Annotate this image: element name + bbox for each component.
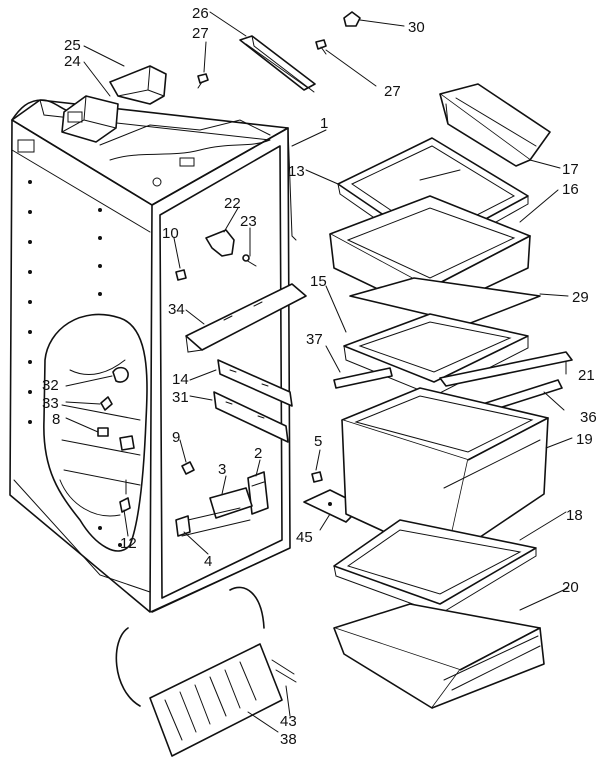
callout-10: 10 — [162, 225, 179, 242]
callout-labels: 25 24 26 27 27 30 1 13 17 16 29 15 37 21… — [42, 5, 597, 748]
callout-21: 21 — [578, 367, 595, 384]
screw-27-left — [197, 73, 209, 89]
bracket-22 — [205, 229, 235, 257]
callout-43: 43 — [280, 713, 297, 730]
callout-27-top: 27 — [192, 25, 209, 42]
callout-2: 2 — [254, 445, 262, 462]
callout-34: 34 — [168, 301, 185, 318]
housing-3 — [181, 487, 253, 537]
crisper-cover-18 — [333, 519, 537, 615]
shelf-support-34 — [185, 283, 307, 353]
callout-5: 5 — [314, 433, 322, 450]
screw-27-right — [315, 39, 327, 55]
callout-12: 12 — [120, 535, 137, 552]
callout-45: 45 — [296, 529, 313, 546]
light-housing — [61, 65, 167, 143]
meat-drawer-20 — [333, 603, 545, 709]
damper-assembly-2 — [247, 471, 269, 515]
clip-30 — [343, 11, 361, 27]
leader-lines — [65, 11, 573, 733]
callout-14: 14 — [172, 371, 189, 388]
callout-13: 13 — [288, 163, 305, 180]
callout-36: 36 — [580, 409, 597, 426]
callout-18: 18 — [566, 507, 583, 524]
callout-4: 4 — [204, 553, 212, 570]
callout-8: 8 — [52, 411, 60, 428]
cabinet-liner — [9, 99, 297, 613]
top-left-cable — [11, 99, 71, 121]
wiring-harness — [43, 313, 148, 552]
rail-21 — [439, 351, 573, 387]
callout-22: 22 — [224, 195, 241, 212]
callout-25: 25 — [64, 37, 81, 54]
callout-31: 31 — [172, 389, 189, 406]
top-rail-part — [239, 35, 316, 93]
rail-37 — [333, 367, 393, 389]
callout-27-right: 27 — [384, 83, 401, 100]
crisper-drawer-19 — [341, 387, 549, 561]
screw-5 — [311, 471, 323, 483]
bracket-31 — [213, 391, 289, 443]
callout-33: 33 — [42, 395, 59, 412]
heater-cord-38 — [115, 586, 297, 757]
callout-30: 30 — [408, 19, 425, 36]
callout-1: 1 — [320, 115, 328, 132]
callout-38: 38 — [280, 731, 297, 748]
bracket-14 — [217, 359, 293, 407]
screw-9 — [181, 461, 195, 475]
callout-3: 3 — [218, 461, 226, 478]
callout-17: 17 — [562, 161, 579, 178]
callout-37: 37 — [306, 331, 323, 348]
callout-15: 15 — [310, 273, 327, 290]
callout-20: 20 — [562, 579, 579, 596]
callout-16: 16 — [562, 181, 579, 198]
callout-26: 26 — [192, 5, 209, 22]
callout-24: 24 — [64, 53, 81, 70]
callout-23: 23 — [240, 213, 257, 230]
callout-29: 29 — [572, 289, 589, 306]
shelf-frame-15 — [343, 313, 529, 397]
dairy-bin-17 — [439, 83, 551, 167]
callout-32: 32 — [42, 377, 59, 394]
callout-9: 9 — [172, 429, 180, 446]
screw-10 — [175, 269, 187, 281]
callout-19: 19 — [576, 431, 593, 448]
part-4 — [175, 515, 191, 537]
